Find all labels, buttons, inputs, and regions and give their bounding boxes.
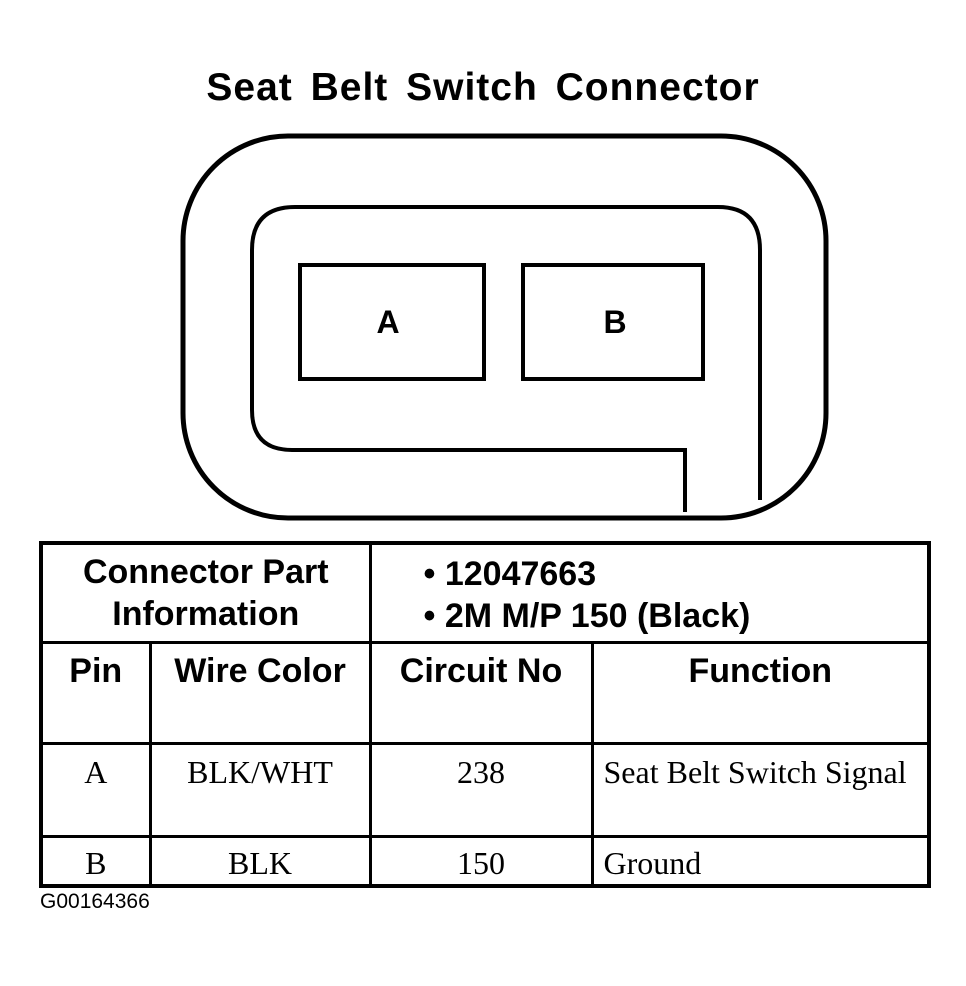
row-b-pin: B: [39, 834, 152, 888]
header-pin: Pin: [39, 640, 152, 745]
table-row: B BLK 150 Ground: [39, 834, 931, 888]
cavity-a: [298, 263, 486, 381]
row-a-function: Seat Belt Switch Signal: [590, 741, 931, 838]
figure-id: G00164366: [40, 890, 150, 913]
part-info-label: Connector Part Information: [39, 541, 372, 644]
diagram-title: Seat Belt Switch Connector: [206, 66, 760, 109]
connector-inner-outline: [250, 205, 762, 512]
header-circuit-no: Circuit No: [368, 640, 594, 745]
row-a-circuit-no: 238: [368, 741, 594, 838]
cavity-b-label: B: [603, 304, 626, 340]
row-b-function: Ground: [590, 834, 931, 888]
row-a-pin: A: [39, 741, 152, 838]
row-b-circuit-no: 150: [368, 834, 594, 888]
table-row: A BLK/WHT 238 Seat Belt Switch Signal: [39, 741, 931, 838]
row-b-wire-color: BLK: [148, 834, 372, 888]
part-number-2: • 2M M/P 150 (Black): [423, 597, 751, 635]
header-wire-color: Wire Color: [148, 640, 372, 745]
part-number-1: • 12047663: [423, 555, 597, 593]
part-numbers: • 12047663 • 2M M/P 150 (Black): [368, 541, 931, 644]
connector-outer-housing: [180, 133, 829, 521]
connector-info-table: Connector Part Information • 12047663 • …: [39, 541, 932, 888]
header-function: Function: [590, 640, 931, 745]
row-a-wire-color: BLK/WHT: [148, 741, 372, 838]
cavity-a-label: A: [376, 304, 399, 340]
cavity-b: [521, 263, 705, 381]
connector-drawing: A B: [180, 133, 829, 521]
